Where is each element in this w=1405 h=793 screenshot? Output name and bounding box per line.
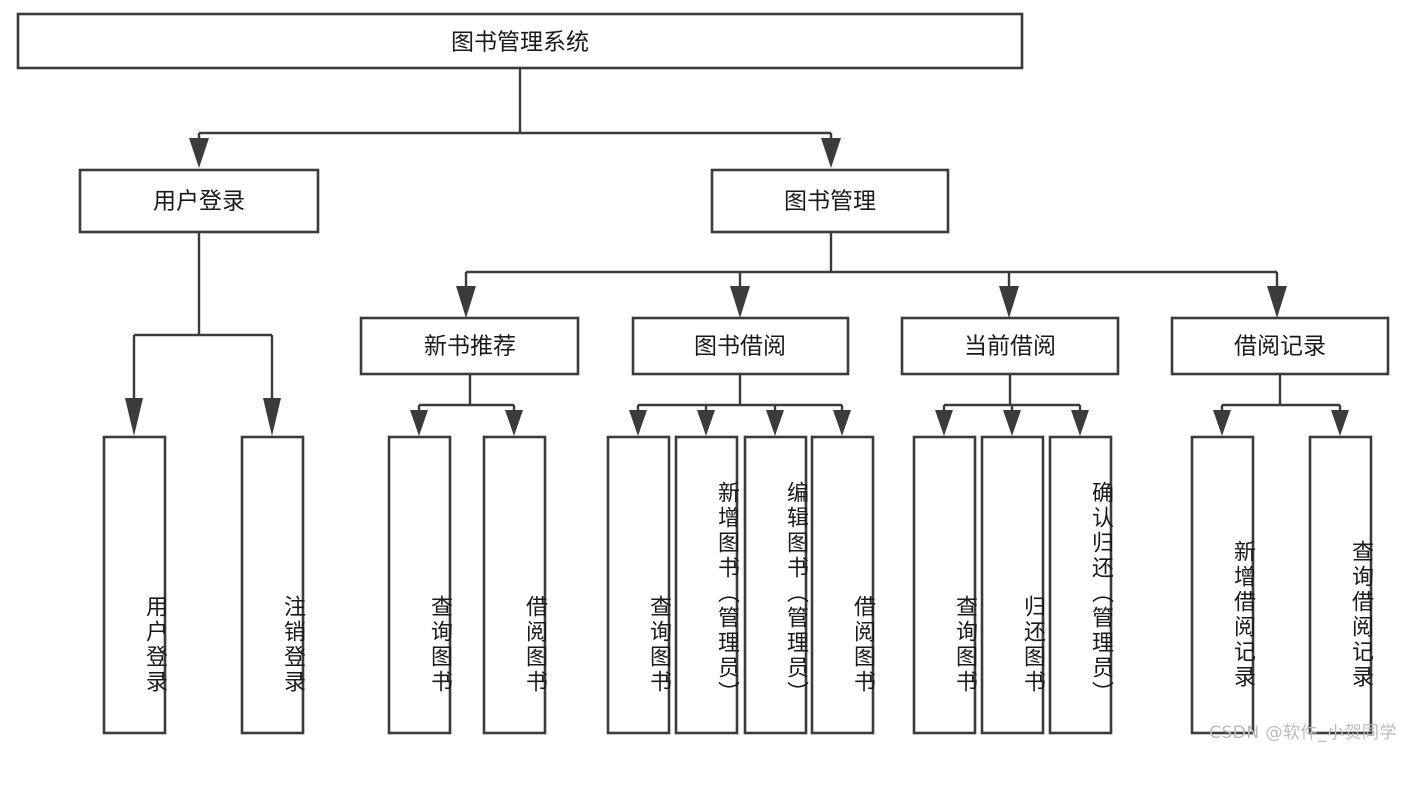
node-user-login-box[interactable] (78, 168, 320, 234)
node-new-book-recommend-box[interactable] (359, 316, 580, 376)
leaf-box-user-login[interactable] (102, 435, 167, 735)
leaf-box-confirm-return-admin[interactable] (1048, 435, 1113, 735)
arrow-head-icon (456, 286, 476, 318)
arrow-head-icon (189, 138, 209, 168)
arrow-head-icon (821, 138, 841, 168)
arrow-head-icon (766, 410, 784, 436)
arrow-head-icon (125, 398, 143, 436)
leaf-box-return-book[interactable] (980, 435, 1045, 735)
node-current-borrow-box[interactable] (900, 316, 1120, 376)
node-new-book-recommend-label: 新书推荐 (424, 334, 516, 360)
leaf-box-add-borrow-record[interactable] (1190, 435, 1255, 735)
leaf-box-borrow-book-2[interactable] (810, 435, 875, 735)
arrow-head-icon (730, 286, 750, 318)
node-current-borrow-label: 当前借阅 (964, 334, 1056, 360)
hierarchy-diagram: 图书管理系统 用户登录 图书管理 新书推荐 图书借阅 当前借阅 借阅记录 (16, 12, 1390, 735)
connector-group-borrow (629, 374, 851, 436)
connector-group-book-mgmt (456, 232, 1287, 318)
arrow-head-icon (1331, 410, 1349, 436)
node-user-login-label: 用户登录 (153, 189, 245, 215)
node-book-management-label: 图书管理 (784, 189, 876, 215)
connector-group-current-borrow (935, 374, 1089, 436)
arrow-head-icon (1267, 286, 1287, 318)
node-book-borrow-label: 图书借阅 (694, 334, 786, 360)
node-borrow-record-box[interactable] (1170, 316, 1390, 376)
arrow-head-icon (410, 410, 428, 436)
connector-group-root (189, 68, 841, 168)
leaf-box-add-book-admin[interactable] (674, 435, 739, 735)
leaf-box-logout[interactable] (240, 435, 305, 735)
leaf-box-query-book-3[interactable] (912, 435, 977, 735)
leaf-box-query-book-1[interactable] (387, 435, 452, 735)
node-book-borrow-box[interactable] (631, 316, 850, 376)
connector-group-new-book (410, 374, 523, 436)
arrow-head-icon (833, 410, 851, 436)
watermark-text: CSDN @软件_小贺同学 (1209, 723, 1397, 743)
connector-group-user-login (125, 232, 281, 436)
arrow-head-icon (999, 286, 1019, 318)
leaf-box-query-borrow-record[interactable] (1308, 435, 1373, 735)
leaf-box-borrow-book-1[interactable] (482, 435, 547, 735)
arrow-head-icon (935, 410, 953, 436)
leaf-box-edit-book-admin[interactable] (743, 435, 808, 735)
node-book-management-box[interactable] (710, 168, 950, 234)
arrow-head-icon (505, 410, 523, 436)
leaf-box-query-book-2[interactable] (606, 435, 671, 735)
arrow-head-icon (629, 410, 647, 436)
arrow-head-icon (1213, 410, 1231, 436)
arrow-head-icon (697, 410, 715, 436)
connector-group-records (1213, 374, 1349, 436)
node-borrow-record-label: 借阅记录 (1234, 334, 1326, 360)
arrow-head-icon (263, 398, 281, 436)
node-root-label: 图书管理系统 (451, 30, 589, 56)
diagram-canvas: 图书管理系统 用户登录 图书管理 新书推荐 图书借阅 当前借阅 借阅记录 用户登… (16, 12, 1397, 743)
node-root-box[interactable] (16, 12, 1024, 70)
arrow-head-icon (1071, 410, 1089, 436)
arrow-head-icon (1003, 410, 1021, 436)
